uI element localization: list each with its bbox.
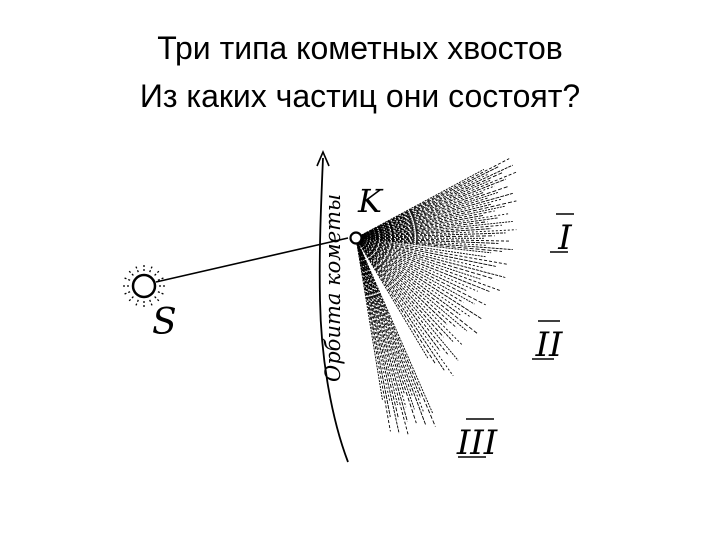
tail-type-2 bbox=[355, 237, 509, 377]
sun-icon bbox=[122, 264, 166, 308]
sun-comet-line bbox=[155, 237, 349, 283]
tail-type-1 bbox=[355, 158, 517, 254]
comet-label: K bbox=[357, 182, 384, 220]
tail-label-1: I bbox=[557, 218, 572, 258]
slide-title: Три типа кометных хвостов Из каких части… bbox=[0, 24, 720, 120]
orbit-arrow-icon bbox=[316, 149, 330, 167]
comet-head bbox=[349, 231, 363, 245]
comet-orbit bbox=[318, 157, 349, 463]
tail-label-1-group: I bbox=[550, 213, 574, 258]
tail-label-2-group: II bbox=[532, 320, 563, 365]
orbit-label: Орбита кометы bbox=[321, 194, 345, 382]
title-line-2: Из каких частиц они состоят? bbox=[139, 78, 581, 114]
title-line-1: Три типа кометных хвостов bbox=[157, 30, 563, 66]
sun-label: S bbox=[152, 302, 177, 343]
tail-label-3-group: III bbox=[456, 418, 498, 463]
tail-type-3 bbox=[355, 237, 436, 436]
